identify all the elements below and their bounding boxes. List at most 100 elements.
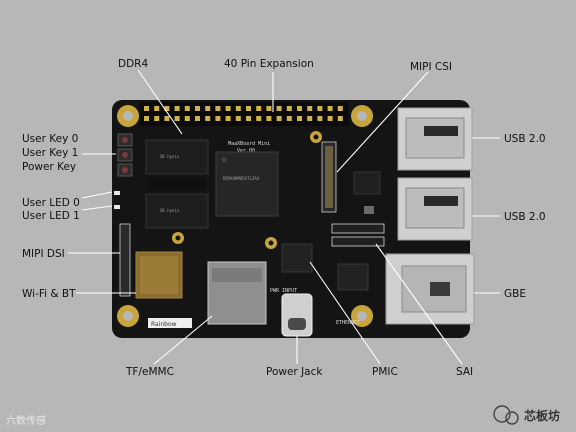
ddr4-chips: SK hynix SK hynix	[145, 139, 209, 229]
board-name-silkscreen: MaaXBoard Mini	[228, 141, 270, 147]
via-pad-center	[175, 235, 181, 241]
ethernet-jack-contacts	[430, 282, 450, 296]
mipi-csi-contacts	[325, 146, 333, 208]
header-pin	[256, 116, 262, 121]
header-pin	[205, 116, 211, 121]
power-key-label: Power Key	[22, 161, 76, 173]
mounting-hole-center	[357, 311, 367, 321]
rainbow-label	[148, 318, 192, 328]
header-pin	[164, 116, 170, 121]
user-key-0-label: User Key 0	[22, 133, 78, 145]
mounting-hole-center	[357, 111, 367, 121]
smd-component	[364, 206, 374, 214]
soc-pin1-marker	[221, 157, 227, 163]
header-pin	[246, 106, 251, 111]
user-key-0-cap	[122, 137, 128, 143]
usb-top-label: USB 2.0	[504, 133, 546, 145]
ddr4-chip-top-mark: SK hynix	[160, 154, 180, 159]
mipi-dsi-label: MIPI DSI	[22, 248, 65, 260]
user-keys	[117, 133, 133, 177]
header-pin	[246, 116, 251, 121]
header-pin	[225, 116, 231, 121]
header-pin	[184, 116, 190, 121]
pin-header-base	[140, 102, 348, 126]
mounting-hole-center	[123, 311, 133, 321]
mipi-csi-callout-line	[336, 71, 429, 173]
power-jack-label: Power Jack	[266, 366, 323, 378]
header-pin	[266, 106, 272, 111]
mipi-csi-label: MIPI CSI	[410, 61, 452, 73]
header-pin	[307, 116, 313, 121]
soc-package	[215, 151, 279, 217]
wifi-bt-label: Wi-Fi & BT	[22, 288, 76, 300]
wechat-icon	[493, 405, 511, 423]
user-led-0-label: User LED 0	[22, 197, 80, 209]
header-pin	[327, 116, 333, 121]
gbe-label: GBE	[504, 288, 526, 300]
pmic-callout-line	[309, 261, 381, 365]
ethernet-phy-chip	[337, 263, 369, 291]
header-pin	[317, 116, 323, 121]
mipi-dsi-connector	[119, 223, 131, 297]
callout-lines	[68, 69, 500, 365]
watermark-left: 六数传感	[6, 414, 46, 427]
pcb-board: MaaXBoard Mini Ver.00 SK hynix SK hynix …	[112, 100, 475, 338]
ddr4-label: DDR4	[118, 58, 148, 70]
user-led-1-callout-line	[81, 205, 113, 211]
header-pin	[215, 116, 221, 121]
sai-label: SAI	[456, 366, 473, 378]
rainbow-label-text: Rainbow	[151, 321, 177, 328]
mipi-csi-connector	[321, 141, 337, 213]
header-pin	[297, 106, 302, 111]
usb-bottom-label: USB 2.0	[504, 211, 546, 223]
ethernet-silkscreen: ETHERNET	[336, 320, 360, 326]
header-pin	[307, 106, 313, 111]
pmic-label: PMIC	[372, 366, 398, 378]
header-pin	[337, 116, 343, 121]
header-pin	[144, 116, 149, 121]
user-key-1-cap	[122, 152, 128, 158]
power-jack-port	[288, 318, 306, 330]
pin-header-40	[140, 102, 348, 126]
user-led-1	[114, 205, 120, 209]
power-key-cap	[122, 167, 128, 173]
ddr4-spacer	[149, 177, 205, 191]
header-pin	[235, 116, 241, 121]
header-pin	[286, 106, 292, 111]
header-pin	[154, 106, 160, 111]
wifi-bt-shield	[140, 256, 178, 294]
header-pin	[327, 106, 333, 111]
header-pin	[266, 116, 272, 121]
header-pin	[215, 106, 221, 111]
sai-connector-upper	[331, 223, 385, 234]
ddr4-chip-bottom-mark: SK hynix	[160, 208, 180, 213]
board-version-silkscreen: Ver.00	[237, 148, 255, 154]
tf-card-slot-lid	[212, 268, 262, 282]
soc-part-number: MIMX8MM6DVTLZAA	[223, 176, 260, 181]
header-pin	[195, 106, 200, 111]
header-pin	[225, 106, 231, 111]
sai-connector-lower	[331, 236, 385, 247]
ethernet-port: ETHERNET	[336, 253, 475, 326]
ddr4-chip-top	[145, 139, 209, 175]
header-pin	[276, 116, 282, 121]
user-key-1-label: User Key 1	[22, 147, 78, 159]
header-pin	[205, 106, 211, 111]
header-pin	[164, 106, 170, 111]
header-pin	[256, 106, 262, 111]
ddr4-callout-line	[137, 69, 183, 135]
user-led-0	[114, 191, 120, 195]
header-pin	[337, 106, 343, 111]
header-pin	[195, 116, 200, 121]
power-input-silkscreen: PWR INPUT	[270, 288, 297, 294]
sai-callout-line	[375, 243, 463, 365]
via-pad-center	[313, 134, 319, 140]
soc: MIMX8MM6DVTLZAA	[215, 151, 279, 217]
pin-expansion-label: 40 Pin Expansion	[224, 58, 314, 70]
watermark-right: 芯板坊	[524, 408, 560, 423]
usb-port-top-opening	[405, 117, 465, 159]
header-pin	[235, 106, 241, 111]
header-pin	[174, 106, 180, 111]
watermarks: 六数传感 芯板坊	[6, 405, 560, 427]
mounting-hole-center	[123, 111, 133, 121]
